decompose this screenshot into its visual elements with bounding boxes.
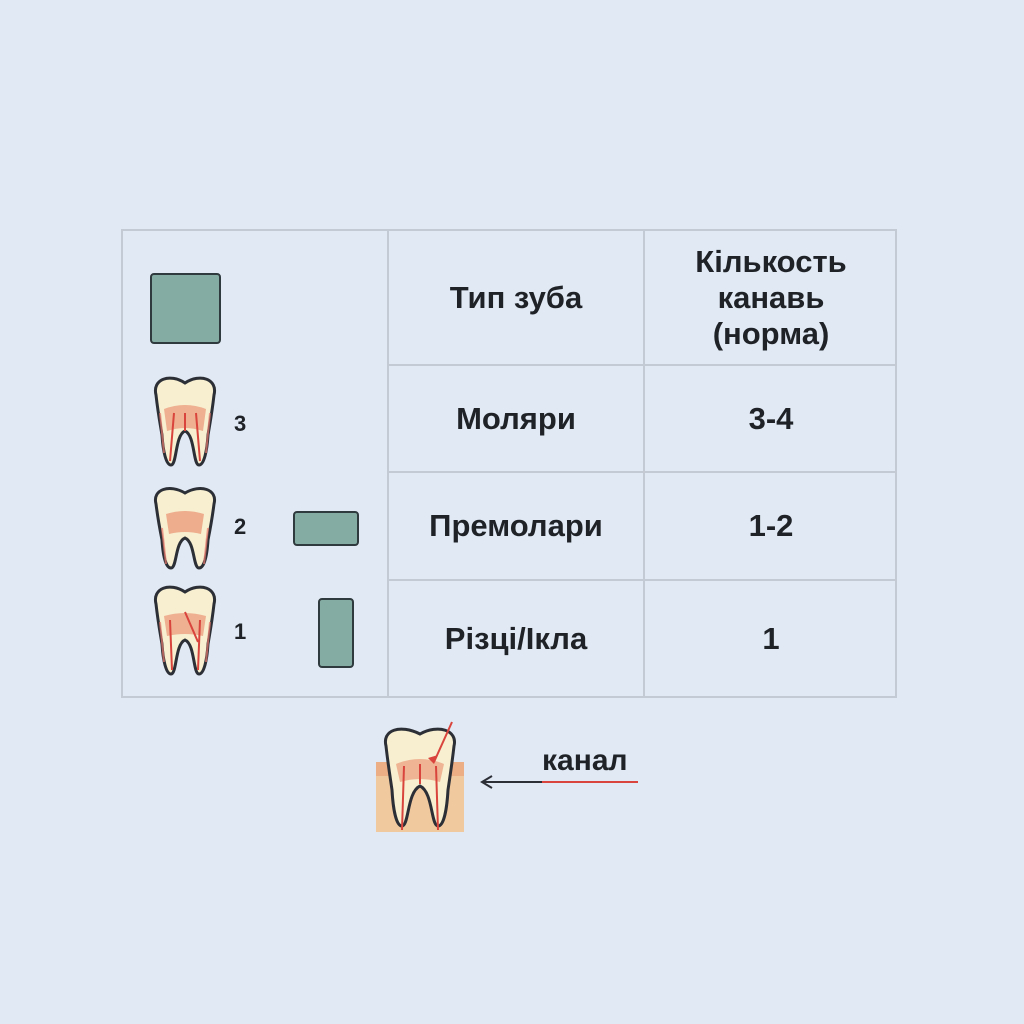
header-canal-count-line3: (норма) <box>712 315 830 351</box>
tooth-in-gum-icon <box>376 721 464 832</box>
legend-number-premolars: 2 <box>234 514 247 539</box>
row-premolars-count: 1-2 <box>748 508 794 543</box>
legend-swatch-wide <box>293 511 359 546</box>
premolar-tooth-icon <box>153 487 217 570</box>
header-tooth-type: Тип зуба <box>449 279 583 315</box>
molar-tooth-icon <box>153 376 217 467</box>
grid-line <box>388 579 895 581</box>
grid-line <box>388 364 895 366</box>
legend-number-molars: 3 <box>234 411 247 436</box>
canal-label: канал <box>542 744 628 777</box>
legend-swatch-square <box>150 273 221 344</box>
row-premolars-type: Премолари <box>429 508 603 543</box>
grid-line <box>388 471 895 473</box>
incisor-tooth-icon <box>153 585 217 676</box>
legend-swatch-tall <box>318 598 354 668</box>
canal-arrow <box>480 775 638 789</box>
header-canal-count-line2: канавь <box>717 279 825 315</box>
grid-line <box>387 231 389 696</box>
row-incisors-count: 1 <box>762 620 780 656</box>
row-molars-count: 3-4 <box>748 400 794 436</box>
header-canal-count: Кількость канавь (норма) <box>645 231 897 364</box>
row-molars-type: Моляри <box>456 400 576 436</box>
row-incisors-type: Різці/Ікла <box>444 620 588 656</box>
grid-line <box>643 231 645 696</box>
tooth-canal-table: Тип зуба Кількость канавь (норма) Моляри… <box>121 229 897 698</box>
legend-number-incisors: 1 <box>234 619 247 644</box>
header-canal-count-line1: Кількость <box>695 243 847 279</box>
